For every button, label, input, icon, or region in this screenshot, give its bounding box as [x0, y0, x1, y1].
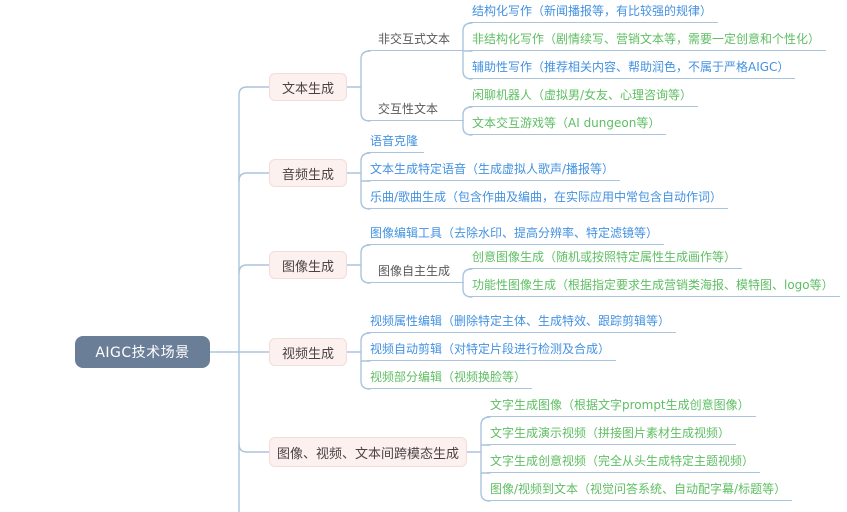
- branch-image-generation[interactable]: 图像生成: [269, 251, 347, 279]
- leaf-unstructured-writing[interactable]: 非结构化写作（剧情续写、营销文本等，需要一定创意和个性化）: [469, 31, 827, 51]
- leaf-video-partial-editing[interactable]: 视频部分编辑（视频换脸等）: [367, 369, 533, 389]
- leaf-text-game[interactable]: 文本交互游戏等（AI dungeon等）: [469, 115, 667, 135]
- leaf-text-to-demo-video[interactable]: 文字生成演示视频（拼接图片素材生成视频）: [487, 425, 737, 445]
- leaf-creative-image-generation[interactable]: 创意图像生成（随机或按照特定属性生成画作等）: [469, 249, 743, 269]
- leaf-structured-writing[interactable]: 结构化写作（新闻播报等，有比较强的规律）: [469, 3, 719, 23]
- branch-audio-generation[interactable]: 音频生成: [269, 159, 347, 187]
- branch-video-generation[interactable]: 视频生成: [269, 338, 347, 366]
- leaf-music-generation[interactable]: 乐曲/歌曲生成（包含作曲及编曲，在实际应用中常包含自动作词）: [367, 189, 729, 209]
- leaf-functional-image-generation[interactable]: 功能性图像生成（根据指定要求生成营销类海报、模特图、logo等）: [469, 277, 840, 297]
- leaf-image-video-to-text[interactable]: 图像/视频到文本（视觉问答系统、自动配字幕/标题等）: [487, 481, 793, 501]
- branch-cross-modal-generation[interactable]: 图像、视频、文本间跨模态生成: [269, 437, 467, 467]
- leaf-video-attribute-editing[interactable]: 视频属性编辑（删除特定主体、生成特效、跟踪剪辑等）: [367, 313, 677, 333]
- leaf-text-to-image[interactable]: 文字生成图像（根据文字prompt生成创意图像）: [487, 397, 756, 417]
- leaf-text-to-creative-video[interactable]: 文字生成创意视频（完全从头生成特定主题视频）: [487, 453, 761, 473]
- root-node-aigc[interactable]: AIGC技术场景: [75, 336, 210, 368]
- leaf-chatbot[interactable]: 闲聊机器人（虚拟男/女友、心理咨询等）: [469, 87, 699, 107]
- leaf-video-auto-editing[interactable]: 视频自动剪辑（对特定片段进行检测及合成）: [367, 341, 617, 361]
- group-non-interactive-text[interactable]: 非交互式文本: [368, 31, 464, 51]
- leaf-assistive-writing[interactable]: 辅助性写作（推荐相关内容、帮助润色，不属于严格AIGC）: [469, 59, 796, 79]
- leaf-voice-clone[interactable]: 语音克隆: [367, 133, 425, 153]
- group-image-autonomous-generation[interactable]: 图像自主生成: [368, 263, 464, 283]
- branch-text-generation[interactable]: 文本生成: [269, 73, 347, 101]
- leaf-tts-specific-voice[interactable]: 文本生成特定语音（生成虚拟人歌声/播报等）: [367, 161, 621, 181]
- leaf-image-editing-tools[interactable]: 图像编辑工具（去除水印、提高分辨率、特定滤镜等）: [367, 225, 665, 245]
- group-interactive-text[interactable]: 交互性文本: [368, 101, 464, 121]
